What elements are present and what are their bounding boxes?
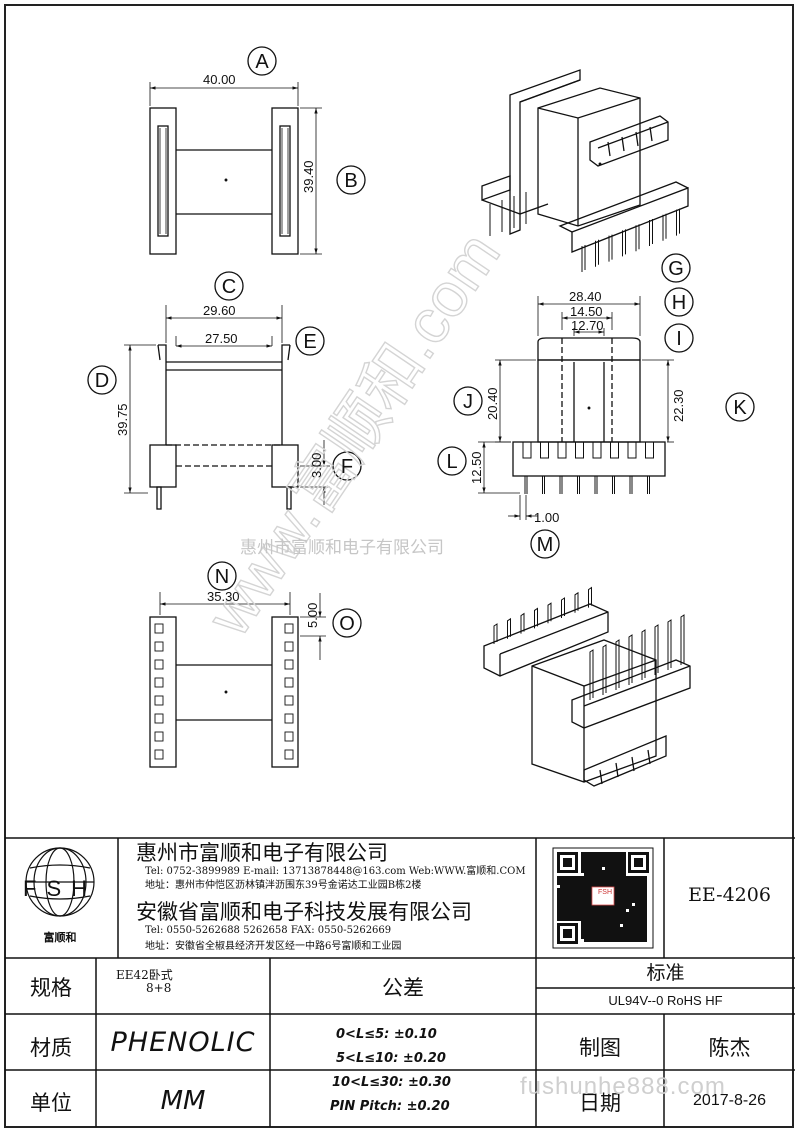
dim-c: 29.60 [203, 303, 236, 318]
drawn-value: 陈杰 [708, 1036, 751, 1060]
tolerance-2: 5<L≤10: ±0.20 [336, 1051, 446, 1066]
watermark-site: fushunhe888.com [520, 1073, 726, 1100]
callout-n: N [215, 566, 229, 588]
spec-value-line1: EE42卧式 [116, 968, 173, 982]
fsh-globe-icon [25, 847, 95, 917]
dim-k: 22.30 [671, 389, 686, 422]
side-view [437, 253, 755, 559]
callout-labels: A B C D E F G H I J K L M N O [95, 51, 748, 635]
company2-address: 地址：安徽省全椒县经济开发区经一中路6号富顺和工业园 [145, 941, 402, 952]
callout-f: F [341, 456, 353, 478]
dim-d: 39.75 [115, 403, 130, 436]
logo-caption: 富顺和 [43, 931, 77, 944]
dim-g: 28.40 [569, 289, 602, 304]
watermark: www.富顺和.com 惠州市富顺和电子有限公司 [193, 220, 514, 649]
callout-j: J [463, 391, 473, 413]
callout-d: D [95, 370, 109, 392]
spec-value-line2: 8+8 [146, 981, 172, 995]
dim-m: 1.00 [534, 510, 559, 525]
company2-name: 安徽省富顺和电子科技发展有限公司 [136, 900, 472, 924]
spec-label: 规格 [30, 976, 72, 1000]
dim-h: 14.50 [570, 304, 603, 319]
drawn-label: 制图 [579, 1036, 621, 1060]
dimension-labels: 40.00 39.40 29.60 27.50 39.75 3.00 35.30… [115, 72, 686, 628]
material-label: 材质 [30, 1036, 72, 1060]
wechat-qr-code [552, 847, 654, 949]
callout-e: E [303, 331, 316, 353]
drawing-frame [4, 4, 794, 1128]
material-value: PHENOLIC [110, 1027, 256, 1058]
standard-label: 标准 [646, 962, 685, 984]
part-number: EE-4206 [688, 884, 771, 906]
callout-a: A [255, 51, 269, 73]
technical-drawing: www.富顺和.com 惠州市富顺和电子有限公司 40.00 39.40 29.… [5, 46, 795, 839]
callout-g: G [668, 258, 684, 280]
fsh-logo: FSH [23, 876, 97, 901]
callout-o: O [339, 613, 355, 635]
callout-h: H [672, 292, 686, 314]
standard-value: UL94V--0 RoHS HF [608, 993, 723, 1008]
dim-n: 35.30 [207, 589, 240, 604]
company2-contact: Tel: 0550-5262688 5262658 FAX: 0550-5262… [145, 925, 392, 936]
dim-j: 20.40 [485, 387, 500, 420]
dim-o: 5.00 [305, 603, 320, 628]
tolerance-4: PIN Pitch: ±0.20 [330, 1099, 450, 1114]
dim-f: 3.00 [309, 453, 324, 478]
qr-badge: FSH [598, 889, 612, 896]
unit-label: 单位 [30, 1091, 72, 1115]
callout-k: K [733, 397, 747, 419]
callout-i: I [676, 328, 682, 350]
dim-b: 39.40 [301, 160, 316, 193]
iso-view-bottom [483, 586, 691, 787]
company1-contact: Tel: 0752-3899989 E-mail: 13713878448@16… [145, 866, 526, 877]
tolerance-3: 10<L≤30: ±0.30 [332, 1075, 451, 1090]
dim-i: 12.70 [571, 318, 604, 333]
date-value: 2017-8-26 [693, 1092, 766, 1109]
company1-name: 惠州市富顺和电子有限公司 [136, 841, 388, 865]
svg-text:www.富顺和.com: www.富顺和.com [194, 221, 514, 649]
tolerance-1: 0<L≤5: ±0.10 [336, 1027, 437, 1042]
bottom-view [149, 561, 362, 768]
iso-view-top [481, 69, 689, 272]
title-block-grid [5, 838, 795, 1127]
dim-c2: 27.50 [205, 331, 238, 346]
dim-a: 40.00 [203, 72, 236, 87]
dim-l: 12.50 [469, 451, 484, 484]
company1-address: 地址：惠州市仲恺区沥林镇泮沥围东39号金诺达工业园B栋2楼 [145, 880, 422, 891]
callout-b: B [344, 170, 357, 192]
unit-value: MM [160, 1086, 206, 1116]
callout-m: M [537, 534, 554, 556]
front-view [87, 271, 362, 510]
watermark-company: 惠州市富顺和电子有限公司 [240, 538, 444, 558]
callout-l: L [446, 451, 457, 473]
tolerance-label: 公差 [382, 976, 424, 1000]
date-label: 日期 [579, 1091, 621, 1115]
top-view [149, 46, 366, 255]
callout-c: C [222, 276, 236, 298]
